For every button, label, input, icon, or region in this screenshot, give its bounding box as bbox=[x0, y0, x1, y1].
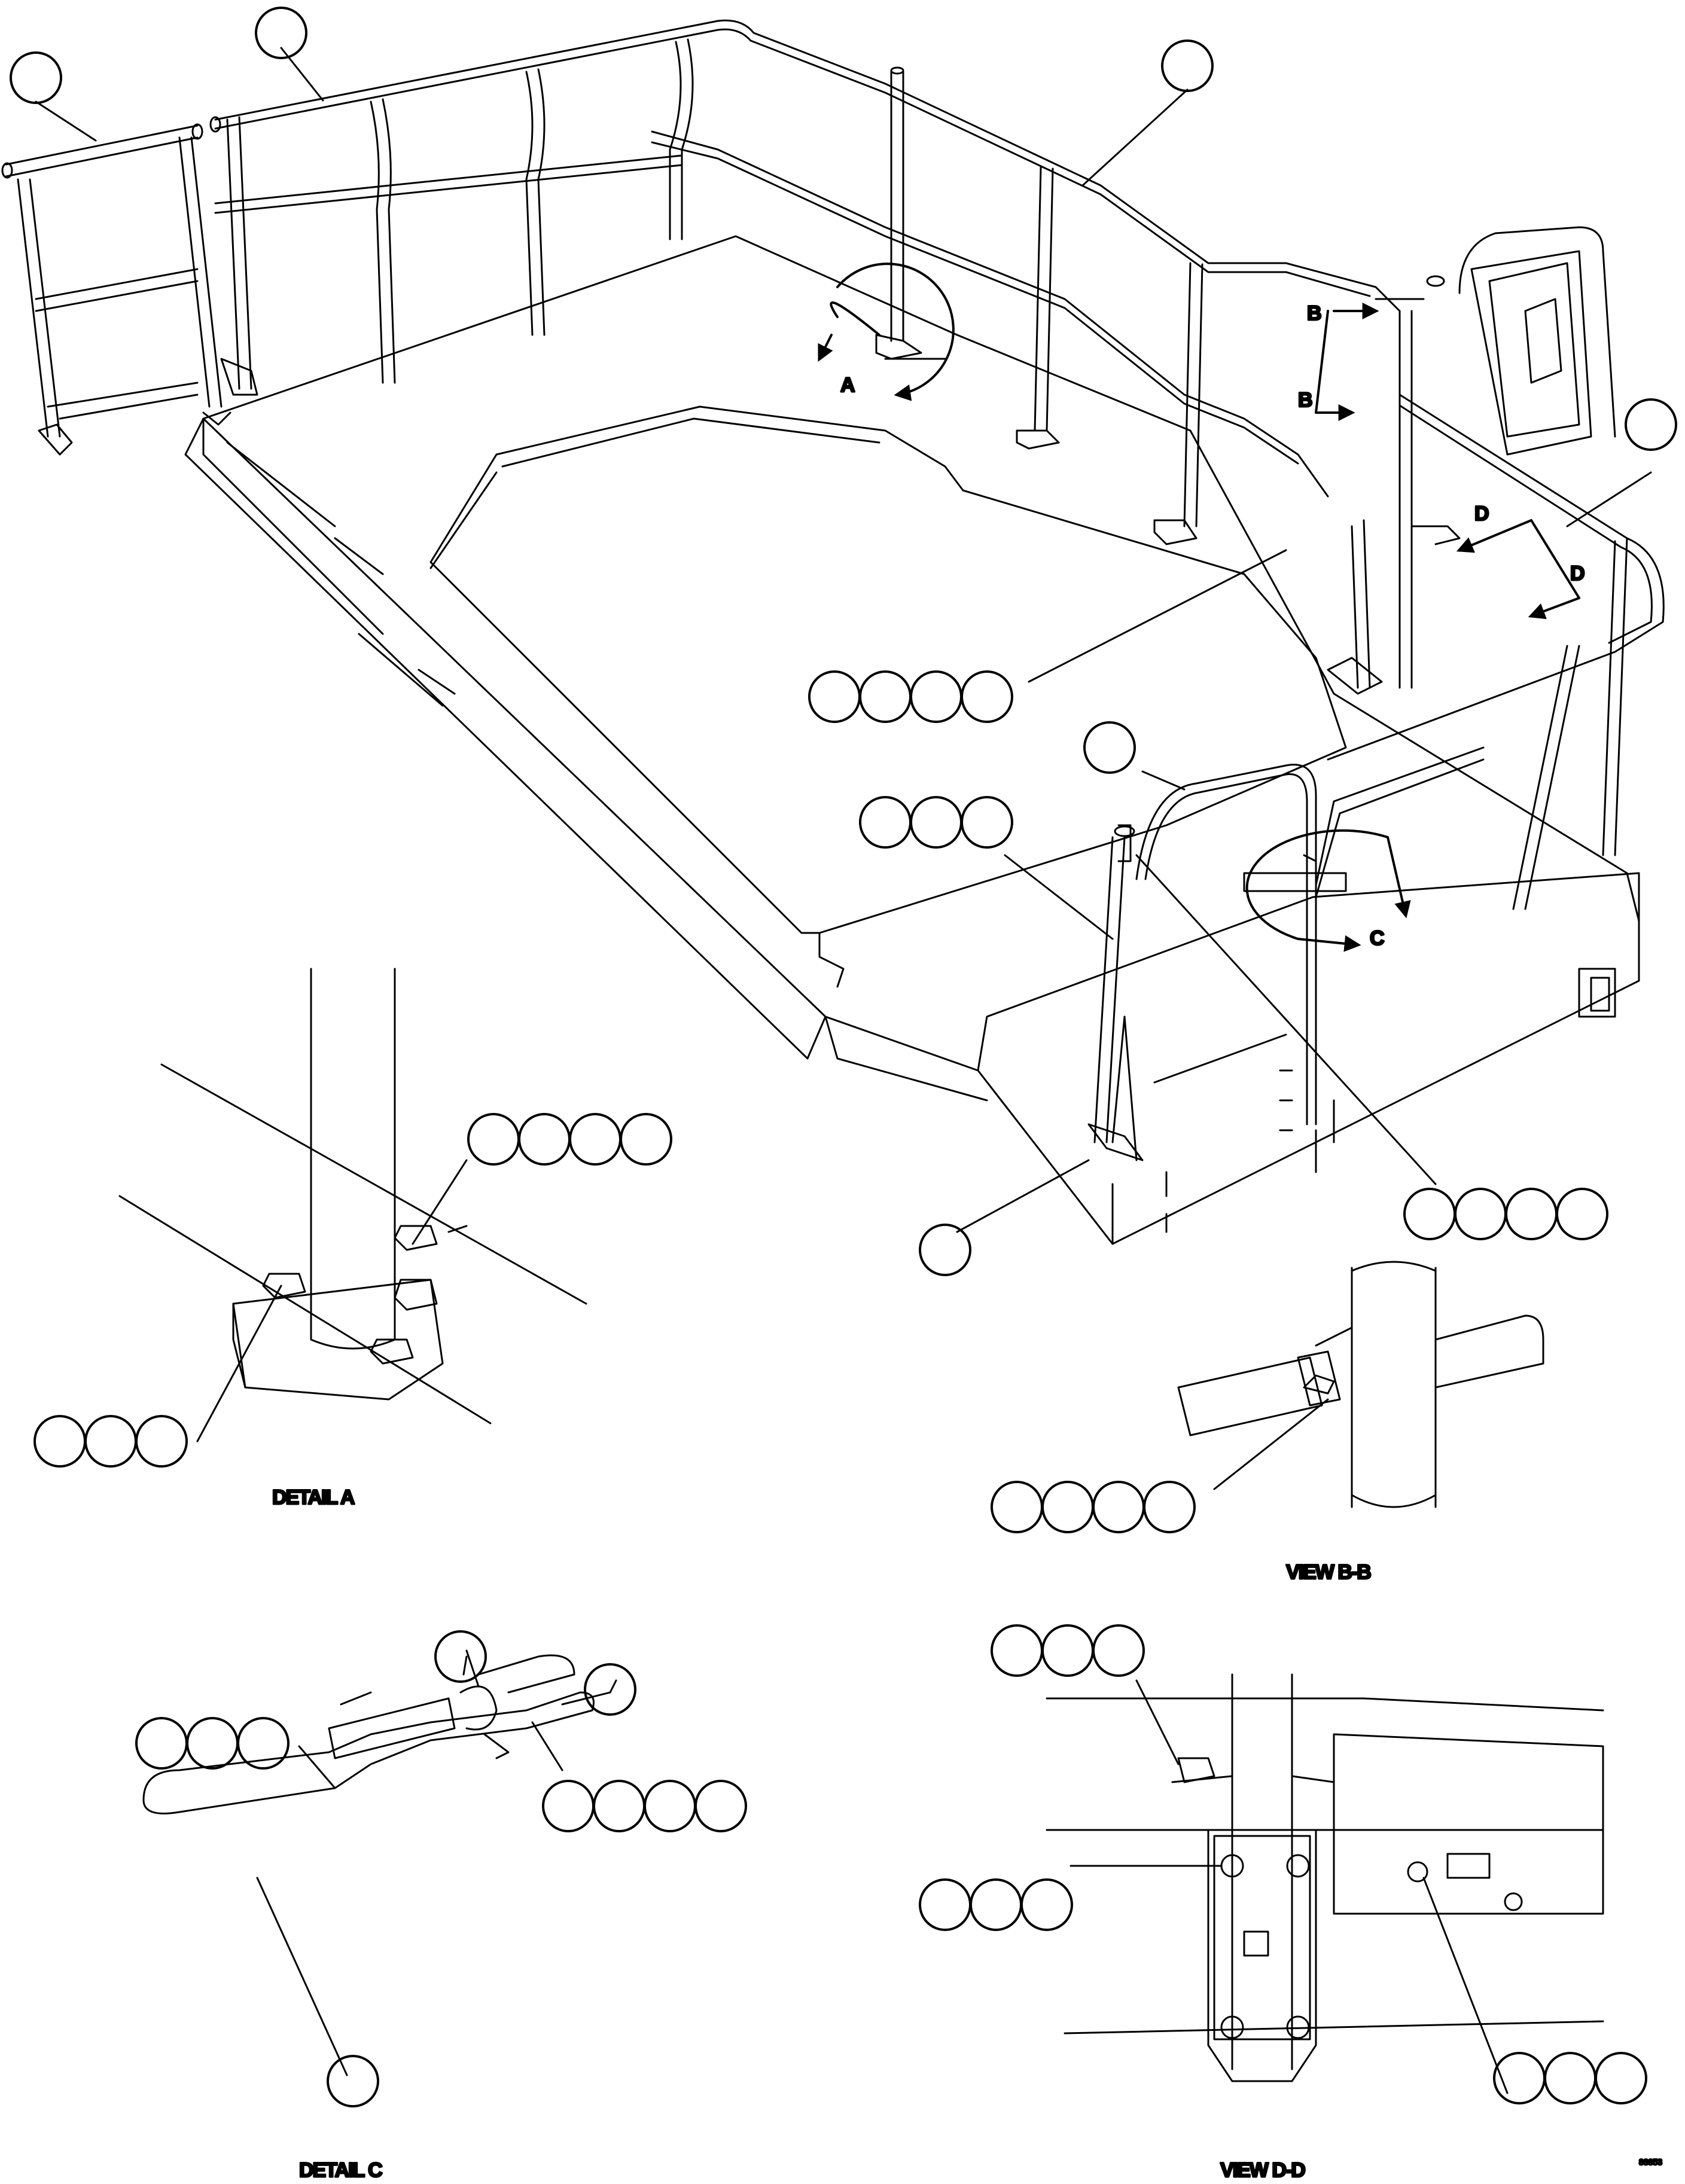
main-assembly bbox=[1, 19, 1665, 1245]
section-letter-b-bottom: B bbox=[1298, 389, 1313, 411]
figure-id: 88853 bbox=[1639, 2157, 1662, 2167]
leader-lines-main bbox=[35, 47, 1652, 1233]
section-letter-d-bottom: D bbox=[1570, 562, 1585, 585]
back-railing bbox=[209, 19, 1401, 545]
detail-c bbox=[142, 1649, 617, 2076]
view-bb bbox=[1177, 1261, 1544, 1508]
caption-detail-a: DETAIL A bbox=[272, 1486, 355, 1509]
section-letter-a: A bbox=[840, 374, 855, 396]
caption-detail-c: DETAIL C bbox=[299, 2159, 382, 2182]
section-letter-b-top: B bbox=[1307, 302, 1322, 325]
callout-balloons bbox=[10, 7, 1677, 2107]
front-gate bbox=[1087, 746, 1485, 1161]
right-end-railing bbox=[1327, 226, 1665, 910]
caption-view-dd: VIEW D-D bbox=[1220, 2159, 1305, 2182]
section-letter-c: C bbox=[1370, 927, 1385, 950]
view-dd bbox=[1046, 1673, 1604, 2094]
caption-view-bb: VIEW B-B bbox=[1286, 1561, 1371, 1584]
detail-a bbox=[118, 968, 587, 1442]
section-letter-d-top: D bbox=[1474, 502, 1489, 525]
left-end-railing bbox=[1, 123, 231, 456]
platform-deck bbox=[184, 235, 1640, 1245]
section-indicators bbox=[818, 263, 1580, 952]
